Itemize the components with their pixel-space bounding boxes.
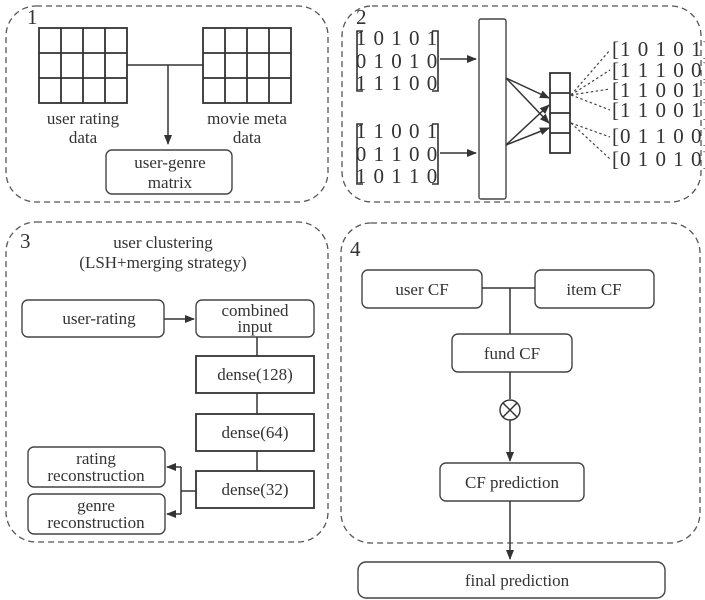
matrix-b-row: 1 1 0 0 1 [356,119,439,143]
user-genre-matrix-box: user-genre matrix [105,149,233,195]
bucket-assignment-lines [570,49,611,160]
output-vector: [1 1 1 0 0] [612,58,705,82]
matrix-a-row: 0 1 0 1 0 [356,49,439,73]
output-vector: [1 1 0 0 1] [612,98,705,122]
panel-2-number: 2 [356,5,367,29]
movie-meta-grid [202,27,292,104]
movie-meta-label-2: data [233,128,262,147]
input-matrix-b: 1 1 0 0 1 0 1 1 0 0 1 0 1 1 0 [356,119,439,188]
combined-input-box: combined input [195,299,315,338]
item-cf-label: item CF [566,280,621,299]
output-vector: [1 1 0 0 1] [612,78,705,102]
matrix-b-row: 1 0 1 1 0 [356,164,439,188]
user-rating-label-1: user rating [47,109,120,128]
panel-2-border [341,5,702,203]
rating-recon-label-2: reconstruction [47,466,145,485]
final-prediction-box: final prediction [357,561,666,599]
hash-layer-block [478,18,507,200]
panel-4-number: 4 [350,237,361,261]
user-rating-label: user-rating [62,309,136,328]
panel-3-border [5,221,329,543]
panel-1-data-preparation: 1 user rating data movie meta data use [5,5,329,203]
dense-64-label: dense(64) [221,423,288,442]
combined-input-label-2: input [238,317,273,336]
combined-input-label-1: combined [221,301,289,320]
fund-cf-box: fund CF [451,333,573,373]
movie-meta-label-1: movie meta [207,109,287,128]
user-genre-label-2: matrix [148,173,193,192]
final-prediction-label: final prediction [465,571,570,590]
genre-recon-label-2: reconstruction [47,513,145,532]
multiply-operator-icon [499,399,521,421]
rating-recon-label-1: rating [76,449,116,468]
output-vector: [0 1 0 1 0] [612,147,705,171]
panel-3-title-1: user clustering [113,233,213,252]
matrix-a-row: 1 0 1 0 1 [356,26,439,50]
user-cf-label: user CF [395,280,448,299]
panel-3-user-clustering: 3 user clustering (LSH+merging strategy)… [5,221,329,543]
user-cf-box: user CF [361,269,483,309]
output-vector: [1 0 1 0 1] [612,37,705,61]
dense-64-box: dense(64) [195,413,315,452]
dense-32-label: dense(32) [221,480,288,499]
fund-cf-label: fund CF [484,344,540,363]
genre-recon-label-1: genre [77,496,115,515]
hash-arrows [505,77,550,146]
panel-3-title-2: (LSH+merging strategy) [79,253,246,272]
user-rating-box: user-rating [21,299,165,338]
cf-prediction-box: CF prediction [439,462,585,502]
reconstruction-branch [166,463,196,518]
matrix-b-row: 0 1 1 0 0 [356,142,439,166]
output-vectors: [1 0 1 0 1] [1 1 1 0 0] [1 1 0 0 1] [1 1… [612,37,705,171]
panel-1-border [5,5,329,203]
matrix-a-row: 1 1 1 0 0 [356,71,439,95]
panel-4-collaborative-filtering: 4 user CF item CF fund CF CF prediction [340,222,701,560]
panel-3-number: 3 [20,229,31,253]
user-genre-label-1: user-genre [134,153,205,172]
input-matrix-a: 1 0 1 0 1 0 1 0 1 0 1 1 1 0 0 [356,26,439,95]
user-rating-grid [38,27,128,104]
panel-2-lsh-encoding: 2 1 0 1 0 1 0 1 0 1 0 1 1 1 0 0 1 1 0 0 … [341,5,705,203]
hash-bucket-stack [549,72,571,154]
item-cf-box: item CF [534,269,655,309]
user-rating-label-2: data [69,128,98,147]
dense-128-box: dense(128) [195,355,315,394]
panel-1-number: 1 [27,5,38,29]
output-vector: [0 1 1 0 0] [612,124,705,148]
genre-reconstruction-box: genre reconstruction [27,493,166,535]
cf-prediction-label: CF prediction [465,473,559,492]
dense-128-label: dense(128) [217,365,293,384]
panel-4-border [340,222,701,544]
rating-reconstruction-box: rating reconstruction [27,446,166,488]
dense-32-box: dense(32) [195,470,315,509]
